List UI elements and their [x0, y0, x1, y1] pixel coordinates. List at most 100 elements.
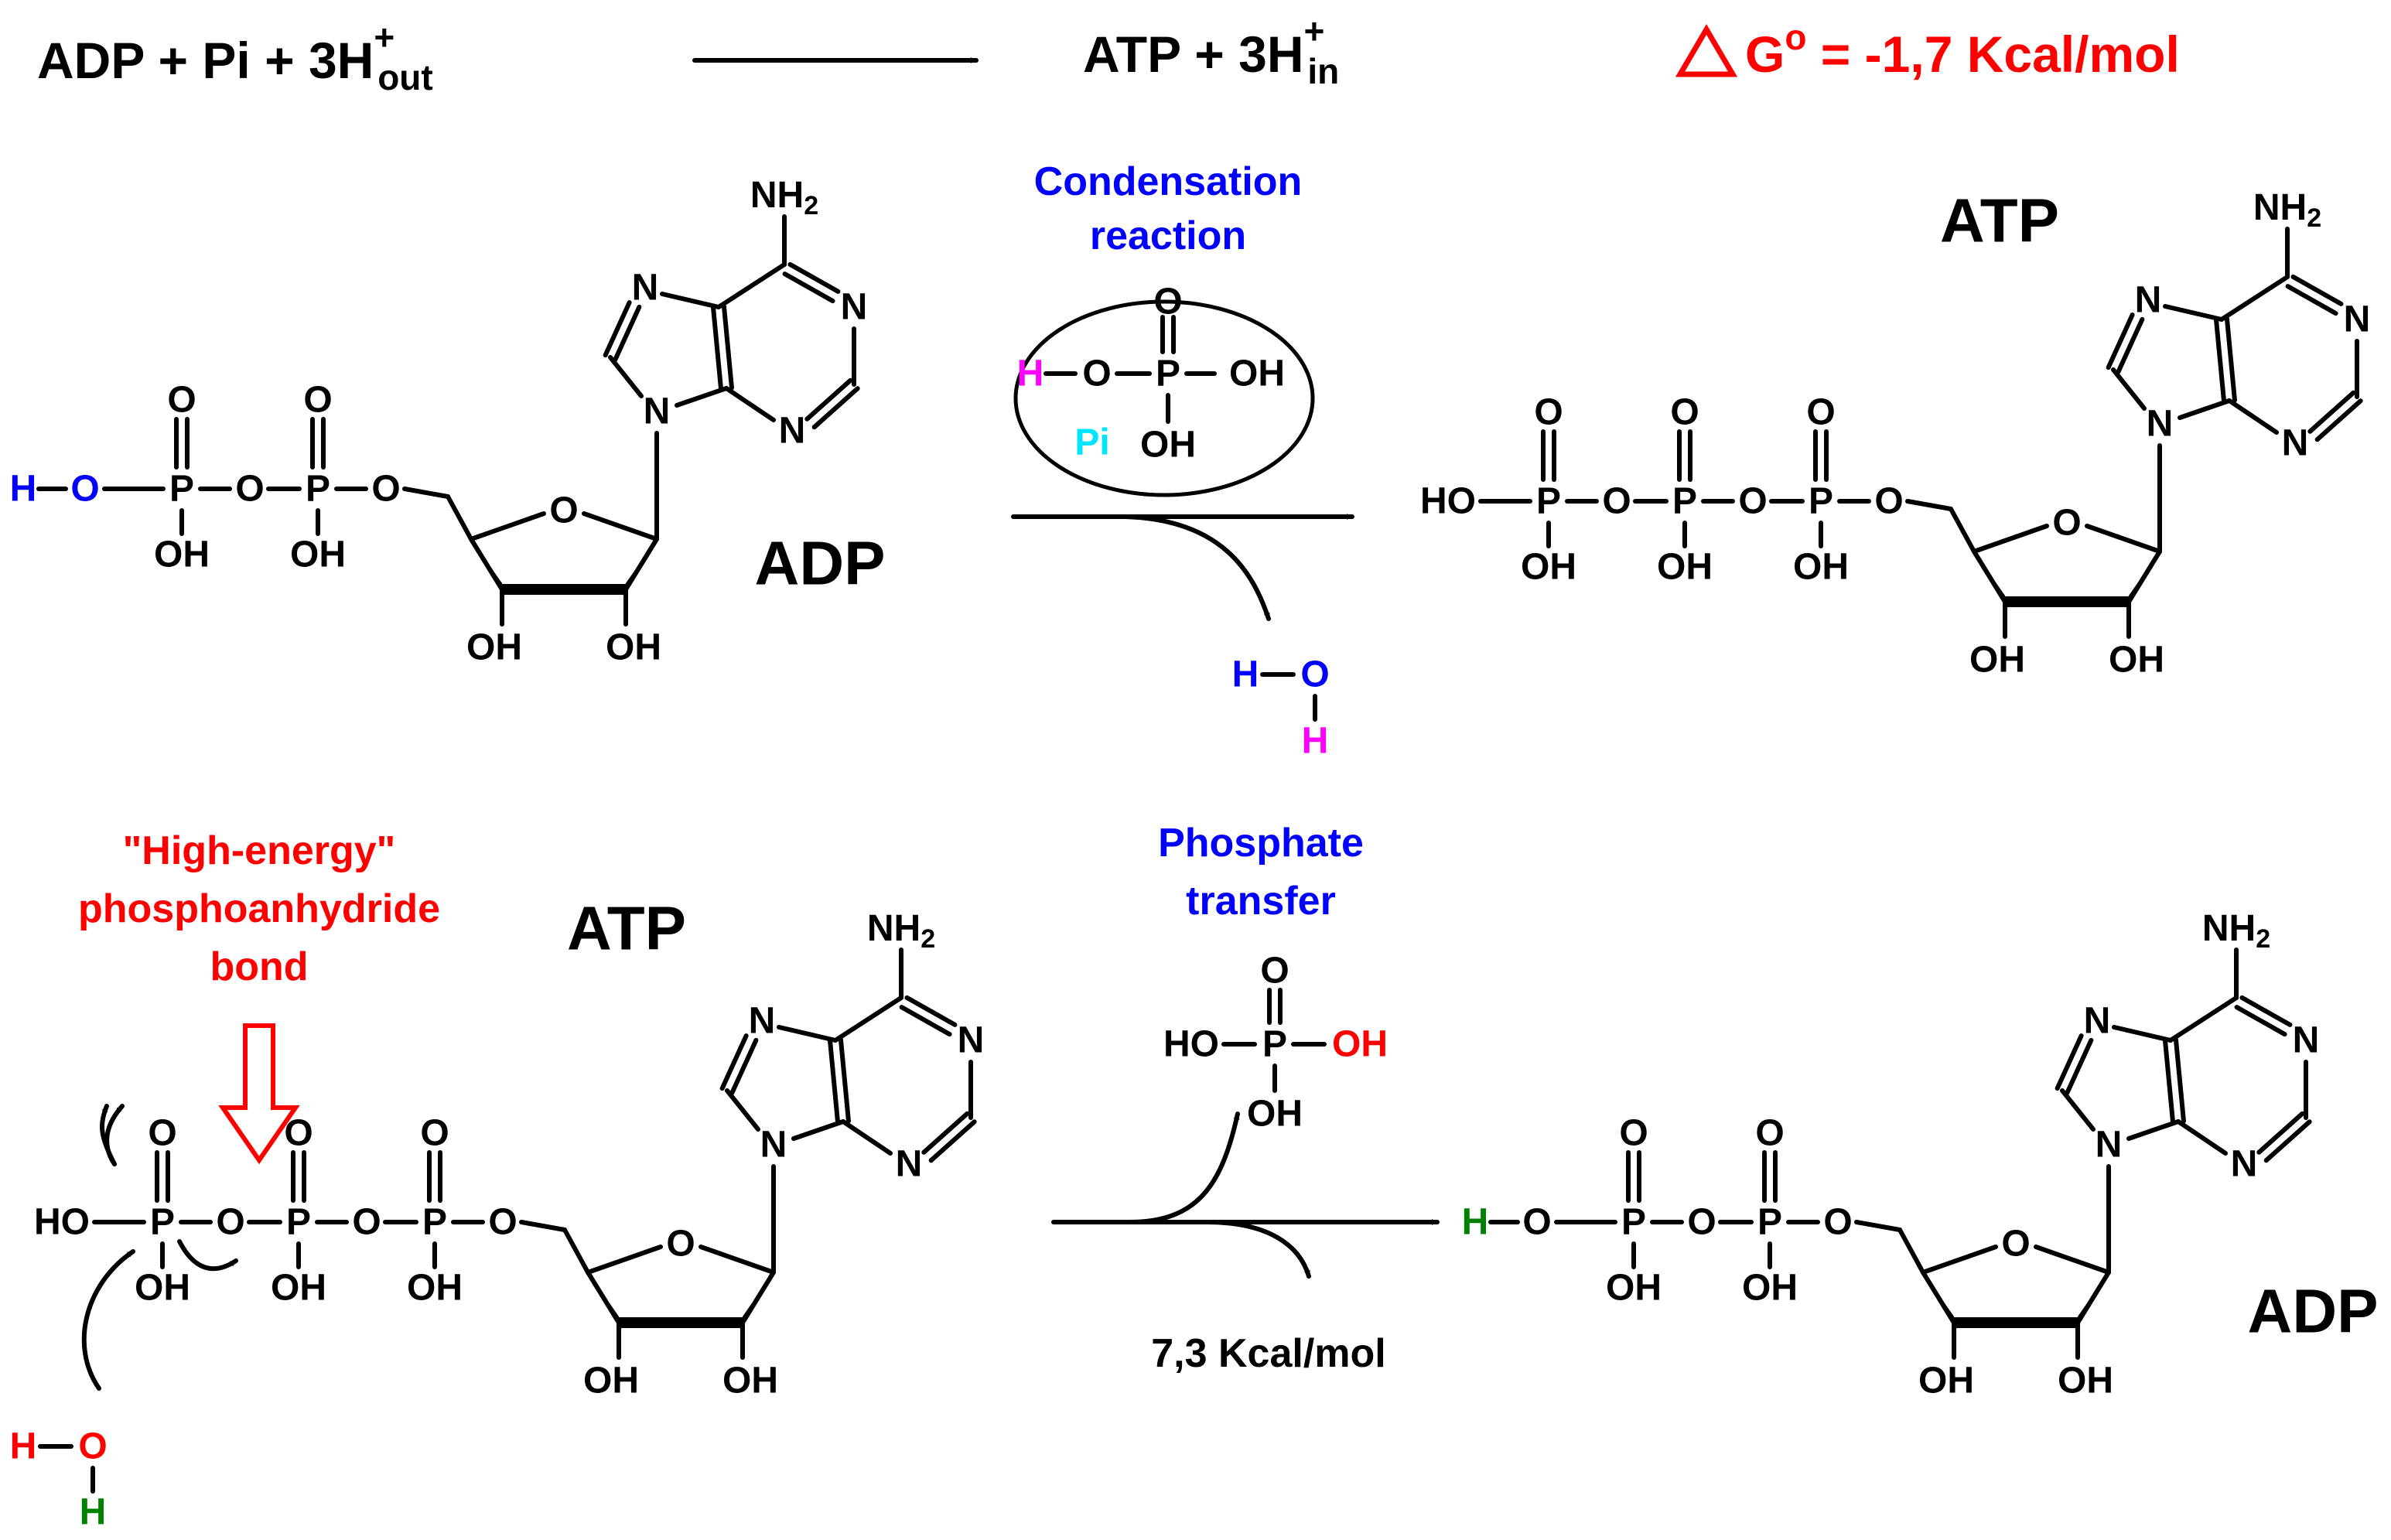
atom-n1: N — [2293, 1020, 2320, 1061]
atom-nh2: NH2 — [2202, 908, 2270, 954]
nucleotide-double-bond — [719, 1033, 749, 1091]
nucleotide-double-bond — [2234, 1005, 2287, 1037]
atom-oh: OH — [1606, 1268, 1662, 1309]
atom-p: P — [1156, 353, 1180, 394]
atom-oh: OH — [1969, 640, 2025, 681]
atom-n1: N — [2344, 299, 2371, 340]
nucleotide-bond — [2176, 1119, 2228, 1156]
atom-h-pi: H — [1017, 353, 1044, 394]
energy-release-arrow — [1204, 1220, 1311, 1279]
atom-oh: OH — [1247, 1094, 1303, 1135]
atom-oh: OH — [290, 534, 346, 575]
atom-oh: OH — [1793, 547, 1849, 588]
atom-o: O — [1874, 481, 1903, 522]
energy-label: 7,3 Kcal/mol — [1151, 1331, 1385, 1376]
atom-o: O — [1670, 392, 1699, 433]
nucleotide-bond — [2111, 367, 2147, 411]
nucleotide-double-bond — [921, 1111, 970, 1155]
nucleotide-bond — [716, 262, 787, 309]
label-part: o — [1785, 17, 1806, 57]
atom-oh: OH — [135, 1268, 190, 1309]
atom-o: O — [1260, 951, 1289, 992]
atom-oh: OH — [1918, 1361, 1974, 1402]
label-part: 2 — [2256, 924, 2270, 954]
atom-ho: HO — [34, 1202, 90, 1243]
atom-oh: OH — [2109, 640, 2164, 681]
nucleotide-bond — [402, 487, 450, 499]
atom-o-ring: O — [2001, 1224, 2030, 1265]
atom-o: O — [167, 380, 196, 421]
ribose-bold-bond — [1954, 1317, 2078, 1328]
atom-oh: OH — [407, 1268, 463, 1309]
bonds-layer — [36, 24, 2363, 1494]
nucleotide-double-bond — [787, 261, 841, 294]
atom-oh: OH — [1140, 425, 1196, 466]
nucleotide-bond — [1972, 524, 2049, 554]
nucleotide-double-bond — [2263, 1119, 2312, 1163]
atom-o: O — [1619, 1113, 1648, 1154]
atom-oh: OH — [1657, 547, 1713, 588]
nucleotide-double-bond — [603, 300, 632, 358]
nucleotide-double-bond — [2065, 1037, 2094, 1095]
atom-o: O — [148, 1113, 176, 1154]
atom-n7: N — [2135, 280, 2162, 321]
atom-o: O — [216, 1202, 244, 1243]
ribose-wedge — [2126, 551, 2160, 608]
label-part: 2 — [804, 191, 818, 220]
atom-nh2: NH2 — [2253, 187, 2321, 234]
atom-o-ring: O — [666, 1224, 695, 1265]
nucleotide-double-bond — [838, 1037, 851, 1124]
atom-n3: N — [896, 1144, 923, 1185]
nucleotide-bond — [2126, 1119, 2181, 1141]
nucleotide-double-bond — [2214, 317, 2227, 404]
atom-p: P — [169, 469, 194, 510]
atom-p: P — [422, 1202, 447, 1243]
nucleotide-bond — [608, 355, 644, 398]
atom-o: O — [303, 380, 332, 421]
atom-oh: OH — [466, 627, 522, 668]
atom-p: P — [1672, 481, 1697, 522]
nucleotide-bond — [519, 1220, 567, 1232]
label-part: 2 — [2307, 203, 2321, 233]
atom-oh: OH — [1742, 1268, 1798, 1309]
nucleotide-double-bond — [2163, 1038, 2176, 1125]
atom-o: O — [70, 469, 99, 510]
nucleotide-bond — [675, 386, 729, 408]
atom-oh: OH — [271, 1268, 326, 1309]
atom-oh: OH — [583, 1361, 639, 1402]
label-part: G — [1745, 26, 1785, 83]
atom-o: O — [488, 1202, 517, 1243]
atom-n9: N — [2147, 404, 2174, 445]
atom-p: P — [1536, 481, 1561, 522]
nucleotide-bond — [777, 1025, 838, 1043]
atom-oh: OH — [606, 627, 661, 668]
atom-n1: N — [958, 1020, 985, 1061]
nucleophile-arrow — [81, 1249, 135, 1391]
nucleotide-bond — [2227, 398, 2279, 435]
water-release-arrow — [1123, 514, 1271, 621]
nucleotide-bond — [562, 1228, 590, 1275]
atom-oh: OH — [154, 534, 210, 575]
label-part: ADP + Pi + 3H — [37, 32, 374, 89]
pi-circle — [1013, 299, 1315, 497]
atom-n1: N — [841, 287, 868, 328]
nucleotide-bond — [1905, 499, 1953, 511]
atom-h-water: H — [10, 1426, 37, 1467]
nucleotide-bond — [446, 494, 473, 541]
delta-g-value: Go = -1,7 Kcal/mol — [1745, 17, 2180, 83]
nucleotide-double-bond — [804, 377, 853, 422]
atp-label-bottom: ATP — [567, 894, 686, 963]
label-part: ATP + 3H — [1083, 26, 1304, 83]
nucleotide-bond — [2163, 304, 2224, 322]
nucleotide-bond — [833, 995, 903, 1043]
bond-note: bond — [210, 944, 308, 989]
atom-o-water: O — [1300, 654, 1329, 695]
atom-o: O — [352, 1202, 381, 1243]
nucleotide-bond — [791, 1119, 845, 1141]
atom-n7: N — [749, 1001, 776, 1042]
process-label-top: Condensation — [1034, 159, 1303, 204]
nucleotide-double-bond — [2055, 1033, 2084, 1091]
nucleotide-bond — [1897, 1228, 1925, 1275]
atom-ho: HO — [1163, 1024, 1219, 1065]
